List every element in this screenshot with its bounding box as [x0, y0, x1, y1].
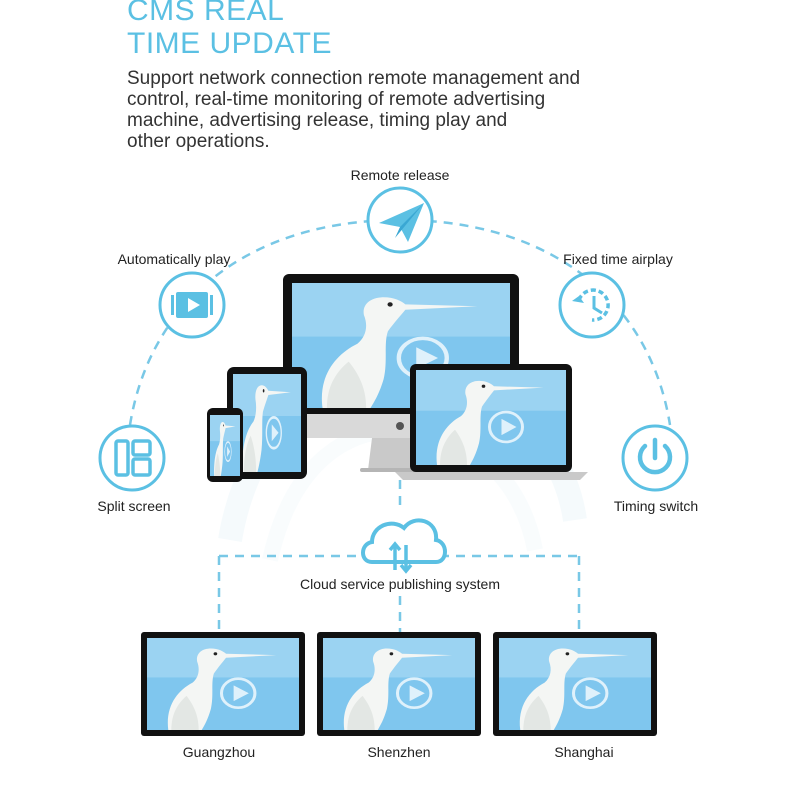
cloud-connections: [217, 480, 581, 632]
split-screen-icon: [114, 439, 152, 477]
page-title: CMS REAL TIME UPDATE: [127, 0, 332, 60]
description-line-4: other operations.: [127, 131, 270, 152]
feature-automatically-play: Automatically play: [118, 251, 231, 339]
paper-plane-icon: [379, 203, 424, 242]
description-line-3: machine, advertising release, timing pla…: [127, 110, 508, 131]
description-line-1: Support network connection remote manage…: [127, 68, 581, 89]
location-display-shanghai: Shanghai: [493, 632, 657, 760]
timing-switch-label: Timing switch: [614, 498, 698, 514]
fixed-time-airplay-label: Fixed time airplay: [563, 251, 673, 267]
feature-fixed-time-airplay: Fixed time airplay: [558, 251, 673, 339]
description-line-2: control, real-time monitoring of remote …: [127, 89, 546, 110]
page-description: Support network connection remote manage…: [127, 68, 647, 152]
location-label-guangzhou: Guangzhou: [183, 744, 255, 760]
split-screen-label: Split screen: [97, 498, 170, 514]
location-label-shenzhen: Shenzhen: [367, 744, 430, 760]
cloud-sync-icon: [388, 541, 413, 574]
remote-release-label: Remote release: [351, 167, 450, 183]
title-line-2: TIME UPDATE: [127, 27, 332, 60]
apple-logo-icon: [396, 422, 404, 430]
feature-timing-switch: Timing switch: [614, 424, 698, 514]
power-icon: [637, 437, 673, 475]
feature-remote-release: Remote release: [351, 167, 450, 254]
title-line-1: CMS REAL: [127, 0, 285, 27]
tablet-device: [227, 367, 307, 479]
clock-icon: [572, 288, 610, 322]
feature-split-screen: Split screen: [97, 424, 171, 514]
cloud-label: Cloud service publishing system: [300, 576, 500, 592]
automatically-play-label: Automatically play: [118, 251, 231, 267]
play-icon: [171, 292, 213, 318]
device-cluster: [207, 274, 588, 482]
phone-device: [207, 408, 243, 482]
location-display-shenzhen: Shenzhen: [317, 632, 481, 760]
location-label-shanghai: Shanghai: [554, 744, 613, 760]
location-display-guangzhou: Guangzhou: [141, 632, 305, 760]
cloud-service: Cloud service publishing system: [300, 518, 500, 592]
laptop-device: [395, 364, 588, 480]
